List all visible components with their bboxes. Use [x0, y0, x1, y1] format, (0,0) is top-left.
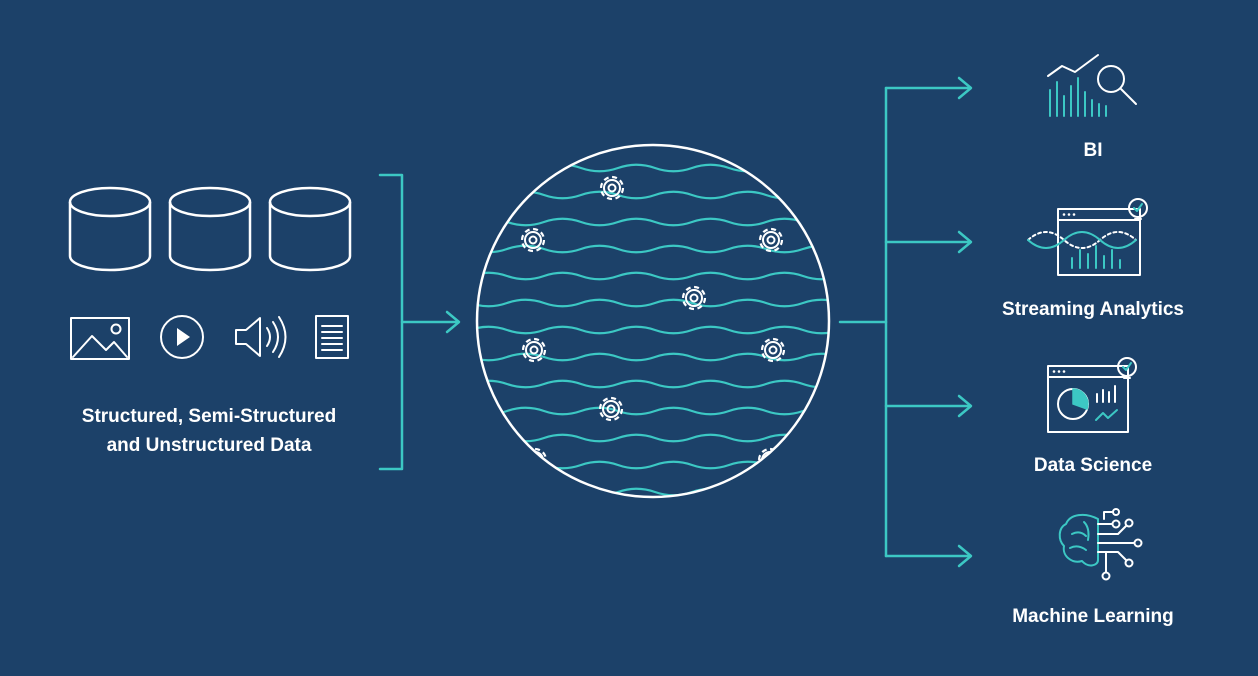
wave-line — [477, 244, 829, 254]
wave-line — [477, 298, 829, 308]
wave-line — [477, 163, 829, 173]
output-label-streaming: Streaming Analytics — [1002, 299, 1184, 320]
wave-line — [477, 190, 829, 200]
brain-circuit-icon — [1058, 508, 1143, 581]
hub-outline — [475, 143, 831, 499]
play-icon — [160, 315, 204, 359]
database-icon — [68, 186, 152, 272]
arrowhead-icon — [445, 310, 461, 334]
output-label-data-science: Data Science — [1034, 455, 1152, 476]
data-lake-hub — [475, 143, 831, 499]
wave-line — [477, 379, 829, 389]
wave-line — [477, 271, 829, 281]
wave-line — [477, 487, 829, 497]
streaming-dashboard-icon — [1027, 198, 1148, 276]
arrowhead-icon — [957, 394, 973, 418]
wave-line — [477, 460, 829, 470]
output-data-science: Data Science — [1034, 357, 1152, 476]
wave-line — [477, 325, 829, 335]
output-label-bi: BI — [1084, 140, 1103, 161]
pie-chart-dashboard-icon — [1047, 357, 1137, 433]
gear-icon — [521, 337, 547, 363]
output-streaming-analytics: Streaming Analytics — [1002, 198, 1184, 320]
wave-line — [477, 433, 829, 443]
bar-chart-magnifier-icon — [1047, 54, 1137, 117]
speaker-icon — [235, 316, 287, 358]
arrowhead-icon — [957, 76, 973, 100]
output-bi: BI — [1047, 54, 1137, 161]
source-data-group: Structured, Semi-Structured and Unstruct… — [68, 186, 352, 456]
arrowhead-icon — [957, 230, 973, 254]
wave-lines — [477, 163, 829, 497]
database-icon — [168, 186, 252, 272]
output-label-ml: Machine Learning — [1012, 606, 1174, 627]
wave-line — [477, 217, 829, 227]
source-label-line1: Structured, Semi-Structured — [82, 406, 336, 427]
database-icon — [268, 186, 352, 272]
image-icon — [70, 317, 130, 360]
source-label-line2: and Unstructured Data — [107, 435, 312, 456]
output-connector — [838, 76, 973, 568]
document-icon — [315, 315, 349, 359]
wave-line — [477, 352, 829, 362]
arrowhead-icon — [957, 544, 973, 568]
output-machine-learning: Machine Learning — [1012, 508, 1174, 627]
input-connector — [378, 173, 461, 471]
